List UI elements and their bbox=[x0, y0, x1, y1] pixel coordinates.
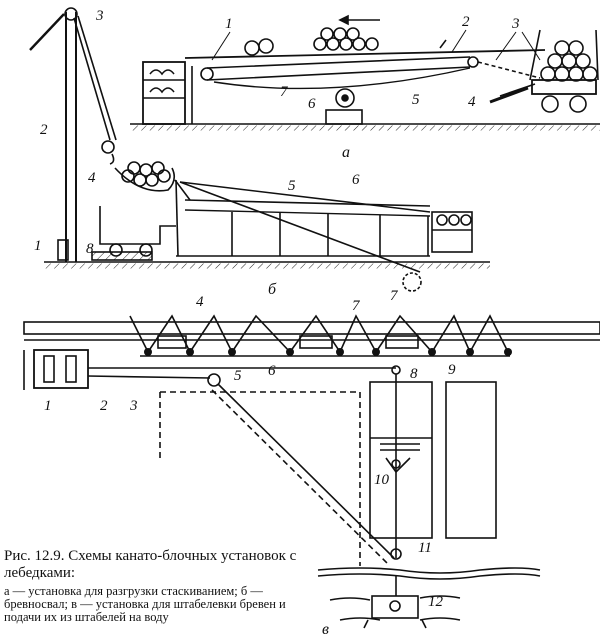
caption-body: а — установка для разгрузки стаскиванием… bbox=[4, 584, 286, 624]
callout-c-12: 12 bbox=[428, 594, 444, 610]
callout-b-1: 1 bbox=[34, 238, 42, 254]
log-bundle-rack bbox=[436, 214, 472, 226]
callout-a-1: 1 bbox=[225, 16, 233, 32]
panel-c bbox=[23, 314, 600, 629]
callout-a-2: 2 bbox=[462, 14, 470, 30]
callout-b-5: 5 bbox=[288, 178, 296, 194]
callout-c-4: 4 bbox=[196, 294, 204, 310]
figure-caption: Рис. 12.9. Схемы канато-блочных установо… bbox=[4, 548, 300, 624]
callout-a-7: 7 bbox=[280, 84, 289, 100]
panel-a-label: а bbox=[342, 144, 350, 161]
callout-b-4: 4 bbox=[88, 170, 96, 186]
callout-c-6: 6 bbox=[268, 363, 276, 379]
callout-b-2: 2 bbox=[40, 122, 48, 138]
panel-b bbox=[29, 7, 490, 292]
caption-title: Рис. 12.9. Схемы канато-блочных установо… bbox=[4, 548, 297, 581]
chain-rollers bbox=[144, 348, 512, 356]
callout-c-5: 5 bbox=[234, 368, 242, 384]
panel-b-callouts: 1 2 3 4 5 6 7 8 б bbox=[34, 8, 399, 304]
callout-b-6: 6 bbox=[352, 172, 360, 188]
panel-a-callouts: 1 2 3 4 5 6 7 а bbox=[225, 14, 520, 161]
callout-c-10: 10 bbox=[374, 472, 390, 488]
panel-a bbox=[130, 14, 600, 131]
callout-c-11: 11 bbox=[418, 540, 432, 556]
callout-a-5: 5 bbox=[412, 92, 420, 108]
callout-c-7: 7 bbox=[352, 298, 361, 314]
panel-a-leaders bbox=[211, 29, 541, 61]
callout-b-3: 3 bbox=[95, 8, 104, 24]
log-bundle-top bbox=[244, 27, 379, 56]
callout-b-7: 7 bbox=[390, 288, 399, 304]
callout-a-3: 3 bbox=[511, 16, 520, 32]
callout-a-6: 6 bbox=[308, 96, 316, 112]
panel-c-label: в bbox=[322, 621, 329, 638]
callout-c-1: 1 bbox=[44, 398, 52, 414]
panel-b-label: б bbox=[268, 281, 277, 298]
callout-c-9: 9 bbox=[448, 362, 456, 378]
log-bundle-sling bbox=[121, 161, 171, 187]
callout-c-8: 8 bbox=[410, 366, 418, 382]
log-bundle-truck bbox=[540, 40, 598, 82]
callout-c-3: 3 bbox=[129, 398, 138, 414]
callout-b-8: 8 bbox=[86, 241, 94, 257]
panel-c-callouts: 1 2 3 4 5 6 7 8 9 10 11 12 в bbox=[44, 294, 456, 638]
callout-c-2: 2 bbox=[100, 398, 108, 414]
callout-a-4: 4 bbox=[468, 94, 476, 110]
